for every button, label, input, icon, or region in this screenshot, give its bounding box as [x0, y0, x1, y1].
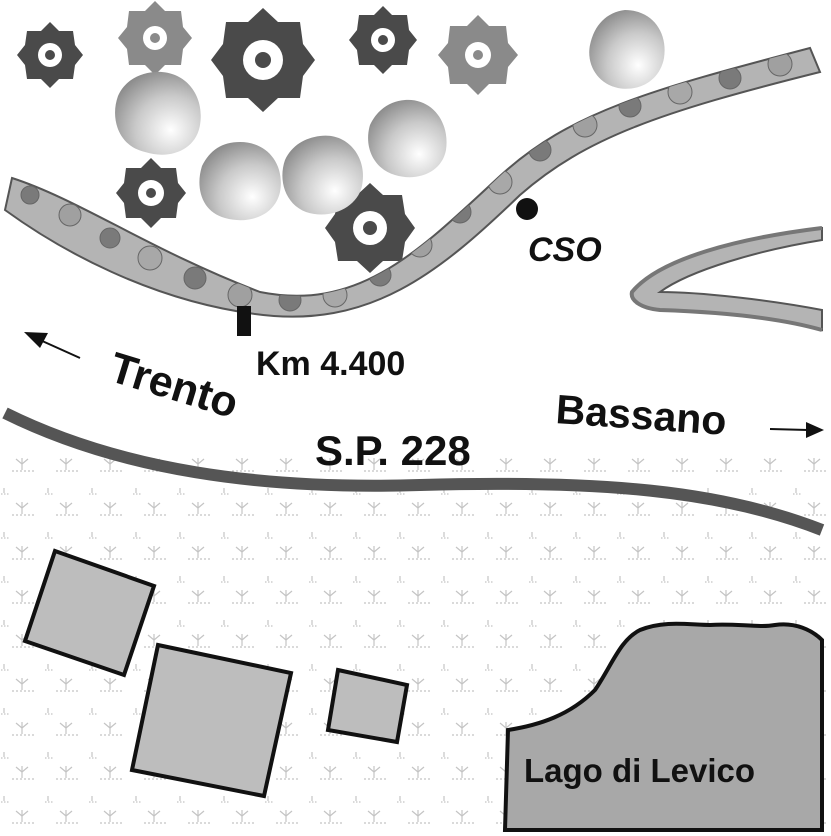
tree-icon: [211, 8, 315, 112]
arrow-icon: [769, 422, 824, 438]
buildings: [22, 548, 410, 799]
road-sp228: [2, 407, 825, 536]
trees: [17, 1, 518, 273]
side-channel: [629, 226, 823, 332]
label-cso: CSO: [528, 231, 602, 269]
label-road: S.P. 228: [315, 427, 471, 474]
label-trento: Trento: [104, 344, 244, 428]
building-icon: [22, 548, 157, 678]
tree-icon: [438, 15, 518, 95]
building-icon: [129, 642, 294, 799]
lake-lago-di-levico: [502, 621, 824, 832]
label-bassano: Bassano: [554, 386, 728, 444]
bush: [368, 99, 447, 178]
km-marker: [237, 306, 251, 336]
label-km: Km 4.400: [256, 345, 405, 383]
tree-icon: [118, 1, 192, 75]
bush: [199, 142, 281, 221]
bushes: [115, 10, 665, 221]
arrow-icon: [24, 332, 81, 359]
tree-icon: [349, 6, 417, 74]
label-lake: Lago di Levico: [524, 752, 755, 789]
point-icon: [516, 198, 538, 220]
building-icon: [325, 667, 410, 745]
bush: [589, 10, 665, 89]
bush: [115, 71, 201, 155]
bush: [282, 135, 364, 215]
tree-icon: [17, 22, 83, 88]
tree-icon: [116, 158, 186, 228]
